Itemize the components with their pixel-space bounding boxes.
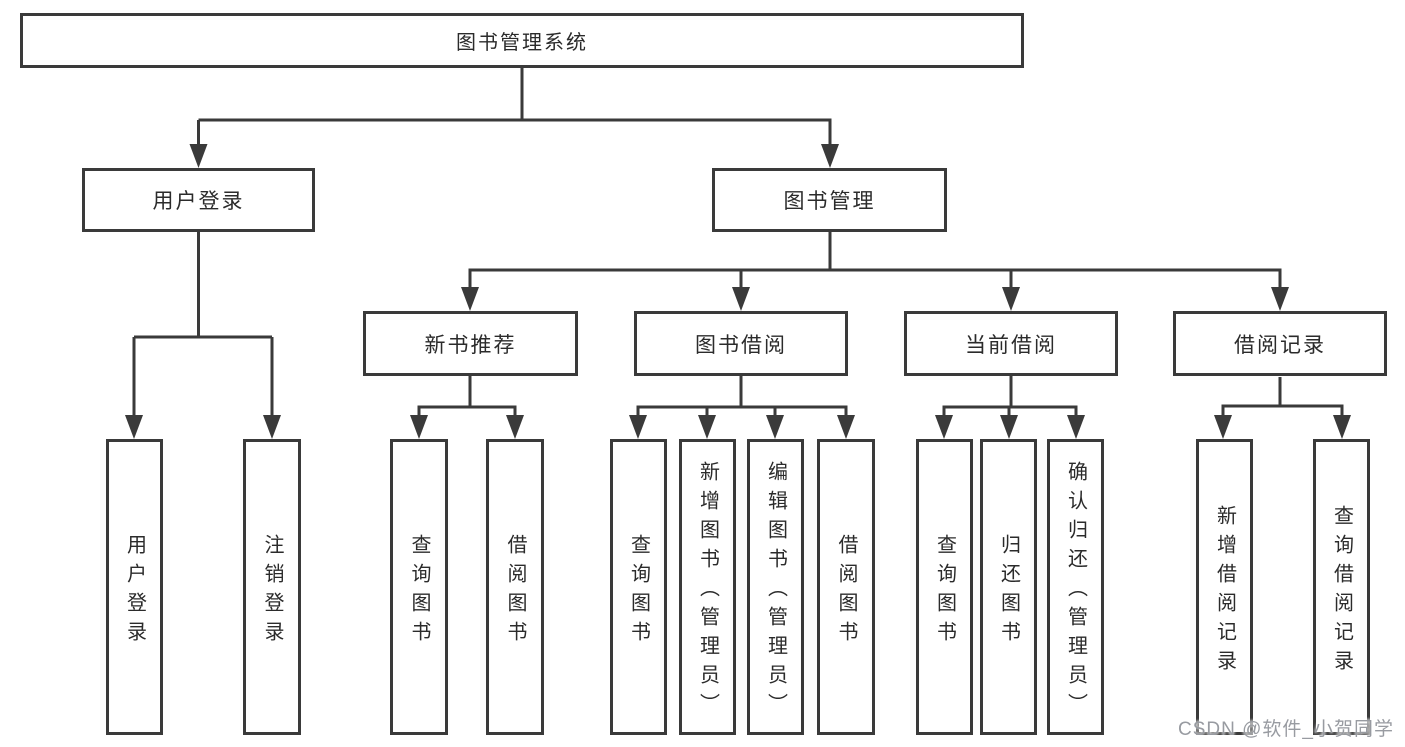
csdn-watermark: CSDN @软件_小贺同学 [1178,719,1394,740]
leaf-borrow-books-recommend: 借阅图书 [486,439,544,735]
node-label: 图书管理系统 [456,32,588,54]
node-label: 新增借阅记录 [1213,504,1236,679]
node-label: 图书借阅 [695,333,787,357]
node-label: 确认归还（管理员） [1064,461,1087,722]
node-label: 借阅图书 [835,533,857,650]
node-label: 查询图书 [627,533,650,650]
node-label: 借阅记录 [1234,333,1326,357]
node-label: 用户登录 [123,533,146,650]
leaf-query-borrow-record: 查询借阅记录 [1313,439,1370,735]
leaf-query-books-recommend: 查询图书 [390,439,448,735]
leaf-edit-books-admin: 编辑图书（管理员） [747,439,804,735]
node-label: 新书推荐 [424,333,517,357]
leaf-user-login: 用户登录 [106,439,163,735]
leaf-query-books-borrow: 查询图书 [610,439,667,735]
node-label: 查询图书 [408,533,430,650]
node-root-library-management-system: 图书管理系统 [20,13,1024,68]
leaf-add-borrow-record: 新增借阅记录 [1196,439,1253,735]
node-book-management: 图书管理 [712,168,947,232]
node-label: 归还图书 [997,533,1020,650]
node-label: 新增图书（管理员） [696,461,719,722]
node-label: 查询图书 [933,533,956,650]
node-label: 当前借阅 [965,333,1057,357]
node-label: 借阅图书 [504,533,526,650]
leaf-logout: 注销登录 [243,439,301,735]
node-book-borrowing: 图书借阅 [634,311,848,376]
leaf-return-books: 归还图书 [980,439,1037,735]
node-user-login: 用户登录 [82,168,315,232]
node-label: 图书管理 [783,190,876,213]
node-label: 用户登录 [152,190,245,213]
leaf-query-books-current: 查询图书 [916,439,973,735]
node-label: 查询借阅记录 [1330,504,1353,679]
node-label: 编辑图书（管理员） [764,461,787,722]
leaf-add-books-admin: 新增图书（管理员） [679,439,736,735]
leaf-confirm-return-admin: 确认归还（管理员） [1047,439,1104,735]
node-borrowing-records: 借阅记录 [1173,311,1387,376]
node-current-borrowing: 当前借阅 [904,311,1118,376]
node-new-book-recommendation: 新书推荐 [363,311,578,376]
leaf-borrow-books: 借阅图书 [817,439,875,735]
node-label: 注销登录 [261,533,283,650]
